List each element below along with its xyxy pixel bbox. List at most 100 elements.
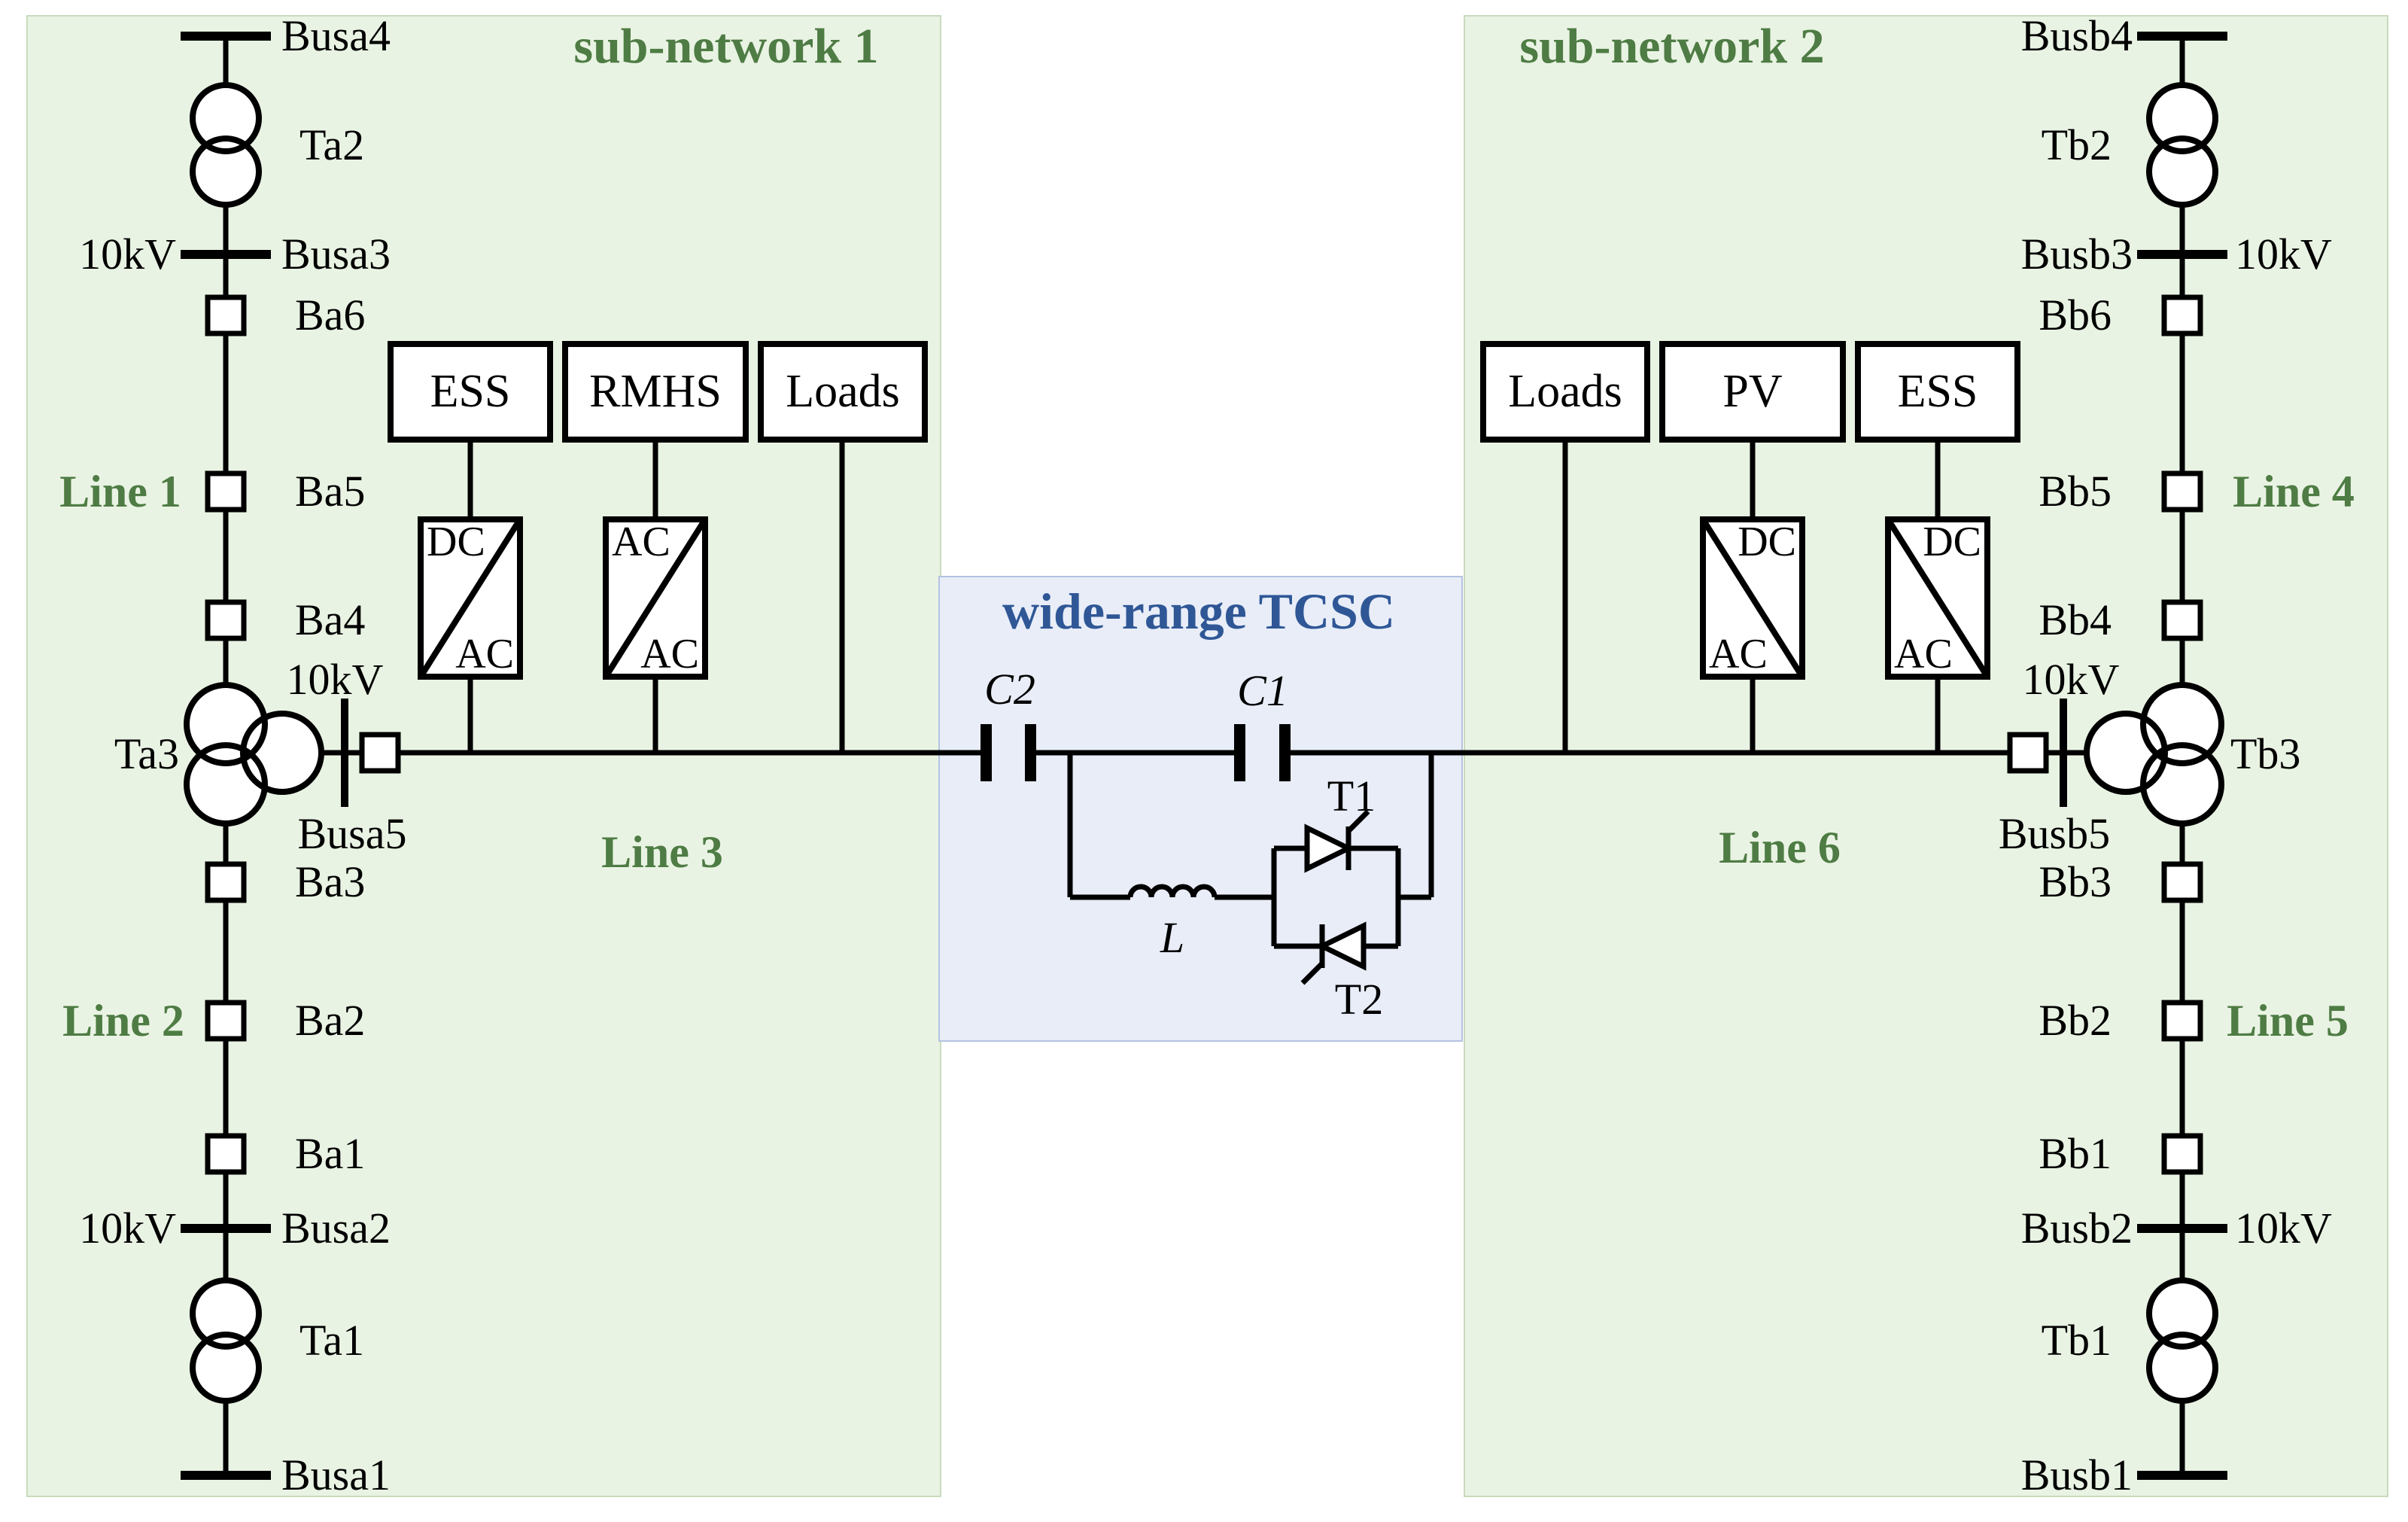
capacitor-c1-plate bbox=[1234, 724, 1245, 781]
unit-pv-label: PV bbox=[1722, 366, 1783, 417]
converter-pv-bottom-label: AC bbox=[1709, 631, 1768, 677]
breaker-bb2 bbox=[2161, 1000, 2203, 1042]
label-10kv-busb5: 10kV bbox=[2022, 655, 2120, 704]
transformer-ta3 bbox=[184, 682, 324, 826]
converter-rmhs-top-label: AC bbox=[612, 519, 670, 565]
label-ba3: Ba3 bbox=[295, 857, 366, 906]
breaker-bb6 bbox=[2161, 294, 2203, 336]
unit-ess-a-label: ESS bbox=[430, 366, 511, 417]
feeder-b bbox=[2007, 32, 2227, 1480]
converter-ess-a-bottom-label: AC bbox=[455, 631, 514, 677]
feeder-a bbox=[181, 32, 401, 1480]
label-10kv-busa2: 10kV bbox=[79, 1204, 176, 1253]
converter-pv-labels: DC AC bbox=[1703, 519, 1802, 677]
thyristor-t1 bbox=[1274, 809, 1398, 873]
label-bb3: Bb3 bbox=[2039, 857, 2112, 906]
tcsc-circuit bbox=[981, 724, 2010, 985]
label-line3: Line 3 bbox=[601, 827, 723, 877]
transformer-tb1 bbox=[2146, 1277, 2218, 1404]
label-10kv-busa5: 10kV bbox=[286, 655, 384, 704]
busbar-busb5 bbox=[2060, 699, 2067, 807]
busbar-busb2 bbox=[2137, 1224, 2227, 1233]
label-line5: Line 5 bbox=[2227, 996, 2349, 1046]
breaker-ba1 bbox=[205, 1133, 247, 1175]
label-line4: Line 4 bbox=[2233, 467, 2355, 516]
converter-rmhs bbox=[603, 516, 708, 680]
unit-rmhs-label: RMHS bbox=[589, 366, 722, 417]
subnetwork1-title: sub-network 1 bbox=[573, 19, 879, 74]
label-bb5: Bb5 bbox=[2039, 467, 2112, 516]
tcsc-title: wide-range TCSC bbox=[1002, 583, 1395, 640]
inductor-l bbox=[1127, 884, 1218, 898]
subnetwork2-panel bbox=[1464, 15, 2388, 1497]
transformer-tb2 bbox=[2146, 82, 2218, 208]
label-busa2: Busa2 bbox=[281, 1204, 391, 1253]
busbar-busb1 bbox=[2137, 1471, 2227, 1480]
label-busa5: Busa5 bbox=[297, 809, 407, 858]
subnetwork1-panel bbox=[26, 15, 941, 1497]
converter-ess-b-labels: DC AC bbox=[1888, 519, 1987, 677]
converter-ess-b bbox=[1885, 516, 1990, 680]
breaker-ba2 bbox=[205, 1000, 247, 1042]
label-ta3: Ta3 bbox=[114, 729, 179, 778]
breaker-bb3 bbox=[2161, 861, 2203, 903]
converter-rmhs-bottom-label: AC bbox=[640, 631, 699, 677]
label-busa4: Busa4 bbox=[281, 11, 391, 60]
label-busb1: Busb1 bbox=[2020, 1450, 2133, 1499]
busbar-busa3 bbox=[181, 250, 271, 259]
breaker-ba3 bbox=[205, 861, 247, 903]
label-ba6: Ba6 bbox=[295, 291, 366, 339]
transformer-ta2 bbox=[190, 82, 262, 208]
label-busa1: Busa1 bbox=[281, 1450, 391, 1499]
breaker-busa5 bbox=[359, 732, 401, 774]
breaker-bb4 bbox=[2161, 599, 2203, 641]
transformer-tb3 bbox=[2084, 682, 2224, 826]
label-ta2: Ta2 bbox=[299, 120, 365, 169]
busbar-busa5 bbox=[341, 699, 348, 807]
breaker-ba6 bbox=[205, 294, 247, 336]
busbar-busb4 bbox=[2137, 32, 2227, 41]
unit-loads-b: Loads bbox=[1480, 341, 1650, 443]
unit-ess-a: ESS bbox=[388, 341, 553, 443]
breaker-ba5 bbox=[205, 470, 247, 513]
label-10kv-busb2: 10kV bbox=[2235, 1204, 2332, 1253]
converter-ess-b-bottom-label: AC bbox=[1894, 631, 1953, 677]
breaker-ba4 bbox=[205, 599, 247, 641]
unit-rmhs: RMHS bbox=[562, 341, 749, 443]
label-tb3: Tb3 bbox=[2230, 729, 2301, 778]
label-line2: Line 2 bbox=[62, 996, 184, 1046]
unit-ess-b: ESS bbox=[1855, 341, 2020, 443]
converter-ess-b-top-label: DC bbox=[1923, 519, 1981, 565]
converter-ess-a-labels: DC AC bbox=[421, 519, 520, 677]
converter-rmhs-labels: AC AC bbox=[606, 519, 705, 677]
busbar-busb3 bbox=[2137, 250, 2227, 259]
tcsc-panel bbox=[938, 576, 1463, 1042]
unit-loads-a: Loads bbox=[758, 341, 928, 443]
label-ba1: Ba1 bbox=[295, 1129, 366, 1178]
busbar-busa2 bbox=[181, 1224, 271, 1233]
label-line6: Line 6 bbox=[1719, 823, 1841, 872]
converter-ess-a bbox=[418, 516, 523, 680]
label-c2: C2 bbox=[984, 665, 1035, 714]
label-bb6: Bb6 bbox=[2039, 291, 2112, 339]
label-busb3: Busb3 bbox=[2020, 230, 2133, 279]
unit-loads-b-label: Loads bbox=[1508, 366, 1622, 417]
unit-ess-b-label: ESS bbox=[1897, 366, 1978, 417]
label-ba5: Ba5 bbox=[295, 467, 366, 516]
line3-circuit bbox=[398, 443, 981, 756]
label-ba2: Ba2 bbox=[295, 996, 366, 1045]
label-busa3: Busa3 bbox=[281, 230, 391, 279]
label-bb1: Bb1 bbox=[2039, 1129, 2112, 1178]
label-10kv-busa3: 10kV bbox=[79, 230, 176, 279]
unit-pv: PV bbox=[1659, 341, 1846, 443]
label-10kv-busb3: 10kV bbox=[2235, 230, 2332, 279]
breaker-busb5 bbox=[2007, 732, 2049, 774]
capacitor-c1-plate bbox=[1279, 724, 1291, 781]
label-busb4: Busb4 bbox=[2020, 11, 2133, 60]
label-t1: T1 bbox=[1327, 772, 1376, 820]
subnetwork2-title: sub-network 2 bbox=[1519, 19, 1825, 74]
breaker-bb5 bbox=[2161, 470, 2203, 513]
capacitor-c2-plate bbox=[981, 724, 992, 781]
